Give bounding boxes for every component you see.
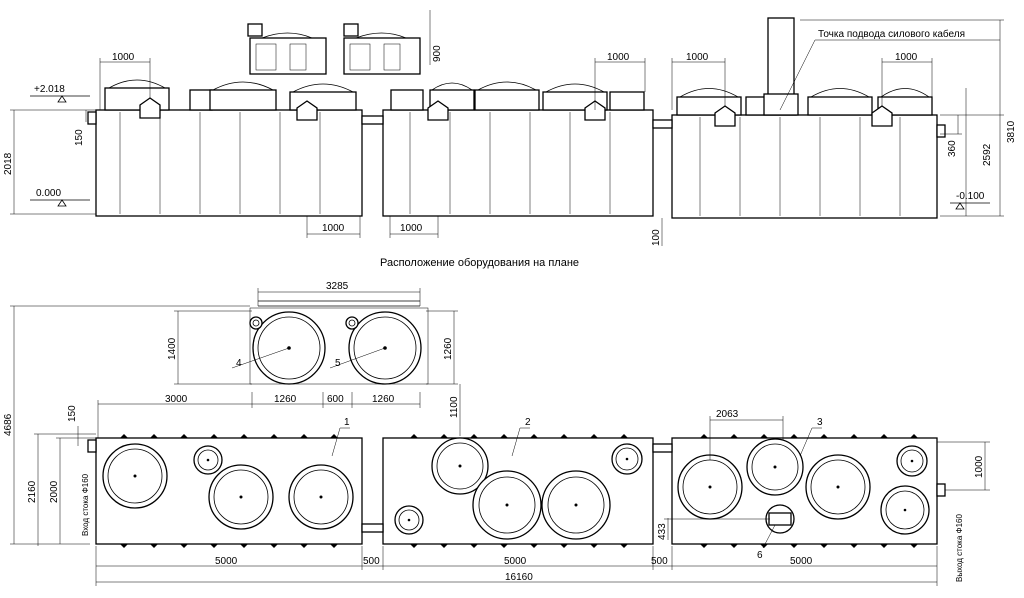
domes [104,17,933,116]
dim-1000-b: 1000 [607,52,630,63]
dim-600: 600 [327,394,344,405]
dim-3000: 3000 [165,394,188,405]
level-markers [30,95,990,210]
label-4: 4 [236,358,242,369]
equipment-units [247,23,421,75]
tank-1-elevation [95,109,363,217]
label-5: 5 [335,358,341,369]
tank-2-hatches [394,437,643,540]
dim-1000-e: 1000 [322,223,345,234]
dim-1260-vert: 1260 [443,337,454,360]
dim-5000-c: 5000 [790,556,813,567]
dim-2018: 2018 [3,152,14,175]
outlet-label: Выход стока Ф160 [955,513,964,582]
dim-500-a: 500 [363,556,380,567]
plan-dimension-lines [10,288,990,586]
tank-2-elevation [382,109,654,217]
dim-150-plan: 150 [67,405,78,422]
dim-4686: 4686 [3,413,14,436]
rib-marks [120,434,918,548]
cable-point-note: Точка подвода силового кабеля [818,28,965,40]
dim-1000-a: 1000 [112,52,135,63]
dim-900: 900 [432,45,443,62]
dim-5000-a: 5000 [215,556,238,567]
level-top-label: +2.018 [34,84,65,95]
dim-1400: 1400 [167,337,178,360]
elevation-view: 1000 1000 1000 1000 1000 1000 +2.018 0.0… [3,10,1017,246]
tank-1-hatches [102,443,354,530]
label-3: 3 [817,417,823,428]
dim-2592: 2592 [982,143,993,166]
dim-1000-c: 1000 [686,52,709,63]
dim-1260-a: 1260 [274,394,297,405]
label-2: 2 [525,417,531,428]
dim-2160: 2160 [27,480,38,503]
level-minus-label: -0.100 [956,191,985,202]
plan-caption: Расположение оборудования на плане [380,257,579,269]
dim-1260-b: 1260 [372,394,395,405]
dim-5000-b: 5000 [504,556,527,567]
dim-150: 150 [74,129,85,146]
tank-3-hatches [677,438,930,535]
dim-2000: 2000 [49,480,60,503]
level-zero-label: 0.000 [36,188,61,199]
dim-360: 360 [947,140,958,157]
plan-view: 3285 1400 1260 3000 1260 600 1260 1100 1… [3,281,990,586]
dim-433: 433 [657,523,668,540]
dim-3810: 3810 [1006,120,1017,143]
label-1: 1 [344,417,350,428]
tank-ribs [119,112,901,216]
dim-2063: 2063 [716,409,739,420]
elevation-dimension-lines [10,10,1004,246]
dim-3285: 3285 [326,281,349,292]
tank-3-elevation [671,114,938,219]
dim-1000-f: 1000 [400,223,423,234]
inlet-label: Вход стока Ф160 [81,473,90,536]
lifting-lugs [139,97,893,127]
dim-1000-plan: 1000 [974,455,985,478]
dim-1000-d: 1000 [895,52,918,63]
label-6: 6 [757,550,763,561]
dim-500-b: 500 [651,556,668,567]
dim-16160: 16160 [505,572,533,583]
dim-100: 100 [651,229,662,246]
dim-1100: 1100 [449,396,460,418]
